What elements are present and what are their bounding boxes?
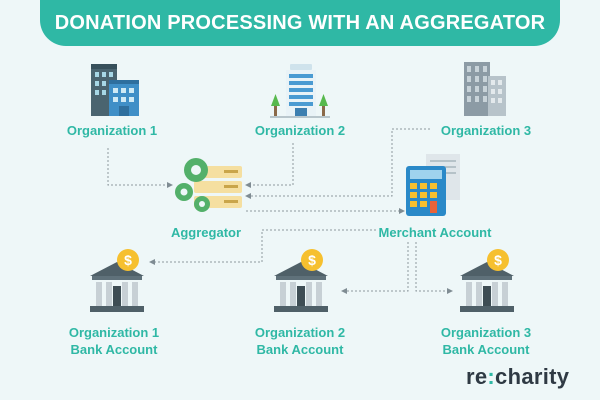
bank-account-3-line2: Bank Account <box>442 342 530 357</box>
svg-text:$: $ <box>308 252 316 268</box>
connector-org1-aggregator <box>107 148 173 188</box>
organization-3-label: Organization 3 <box>440 123 532 138</box>
bank-account-2-label: Organization 2 Bank Account <box>240 324 360 358</box>
logo-part-charity: charity <box>495 364 570 389</box>
recharity-logo: re:charity <box>466 364 569 390</box>
connector-merchant-bank2 <box>341 242 409 294</box>
title-banner: DONATION PROCESSING WITH AN AGGREGATOR <box>40 0 560 46</box>
bank-dollar-icon: $ <box>90 249 144 312</box>
bank-account-3-label: Organization 3 Bank Account <box>426 324 546 358</box>
connector-merchant-bank3 <box>415 242 453 294</box>
bank-account-1-label: Organization 1 Bank Account <box>54 324 174 358</box>
logo-part-re: re <box>466 364 488 389</box>
skyscraper-icon <box>464 62 506 116</box>
bank-dollar-icon: $ <box>274 249 328 312</box>
connector-org2-aggregator <box>245 143 294 188</box>
connector-merchant-bank1 <box>149 229 376 265</box>
gears-server-icon <box>175 158 242 212</box>
calculator-icon <box>406 154 460 216</box>
merchant-account-label: Merchant Account <box>378 225 492 240</box>
svg-text:$: $ <box>124 252 132 268</box>
bank-dollar-icon: $ <box>460 249 514 312</box>
bank-account-3-line1: Organization 3 <box>440 325 532 340</box>
svg-text:$: $ <box>494 252 502 268</box>
organization-1-label: Organization 1 <box>66 123 158 138</box>
diagram-title: DONATION PROCESSING WITH AN AGGREGATOR <box>54 11 546 34</box>
bank-account-1-line2: Bank Account <box>70 342 158 357</box>
aggregator-label: Aggregator <box>170 225 242 240</box>
bank-account-2-line1: Organization 2 <box>254 325 346 340</box>
bank-account-1-line1: Organization 1 <box>68 325 160 340</box>
office-buildings-icon <box>91 64 139 116</box>
connector-org3-aggregator <box>245 128 430 199</box>
organization-2-label: Organization 2 <box>254 123 346 138</box>
office-tower-icon <box>270 64 330 118</box>
bank-account-2-line2: Bank Account <box>256 342 344 357</box>
logo-colon: : <box>487 364 496 389</box>
